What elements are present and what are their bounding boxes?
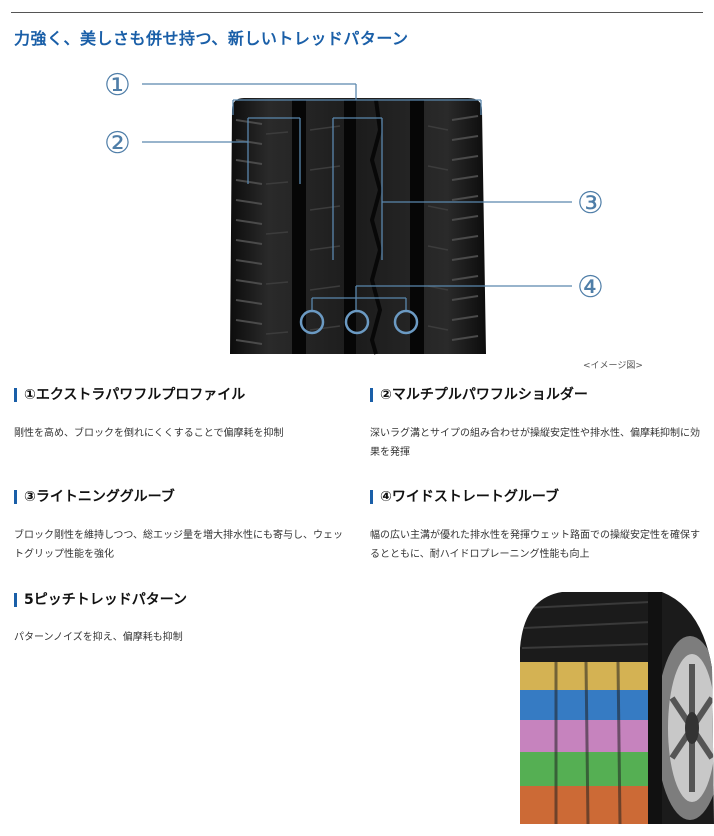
tread-diagram: ① ② ③ ④ <box>0 60 714 360</box>
callout-1: ① <box>104 68 131 103</box>
callout-3: ③ <box>577 186 604 221</box>
feature-5-text: パターンノイズを抑え、偏摩耗も抑制 <box>14 632 183 643</box>
feature-4-text: 幅の広い主溝が優れた排水性を発揮ウェット路面での操縦安定性を確保するとともに、耐… <box>370 530 700 560</box>
feature-2-heading: ②マルチプルパワフルショルダー <box>370 386 588 404</box>
top-rule <box>11 12 703 13</box>
callout-2: ② <box>104 126 131 161</box>
groove-circles <box>299 309 419 335</box>
page-title: 力強く、美しさも併せ持つ、新しいトレッドパターン <box>14 29 409 48</box>
feature-1-text: 剛性を高め、ブロックを倒れにくくすることで偏摩耗を抑制 <box>14 428 284 439</box>
tread-diagram-svg: ① ② ③ ④ <box>104 68 604 355</box>
feature-3-heading: ③ライトニンググルーブ <box>14 488 175 506</box>
feature-4-heading: ④ワイドストレートグルーブ <box>370 488 559 506</box>
callout-lines <box>142 83 572 312</box>
callout-4: ④ <box>577 270 604 305</box>
tire-pitch-image <box>512 588 714 824</box>
tire-tread-image <box>230 98 486 355</box>
feature-3-text: ブロック剛性を維持しつつ、総エッジ量を増大排水性にも寄与し、ウェットグリップ性能… <box>14 530 343 560</box>
feature-5-heading: 5ピッチトレッドパターン <box>14 591 187 609</box>
image-caption: <イメージ図> <box>583 361 643 371</box>
feature-1-heading: ①エクストラパワフルプロファイル <box>14 386 245 404</box>
feature-2-text: 深いラグ溝とサイプの組み合わせが操縦安定性や排水性、偏摩耗抑制に効果を発揮 <box>370 428 700 458</box>
tire-pitch-svg <box>520 592 714 824</box>
